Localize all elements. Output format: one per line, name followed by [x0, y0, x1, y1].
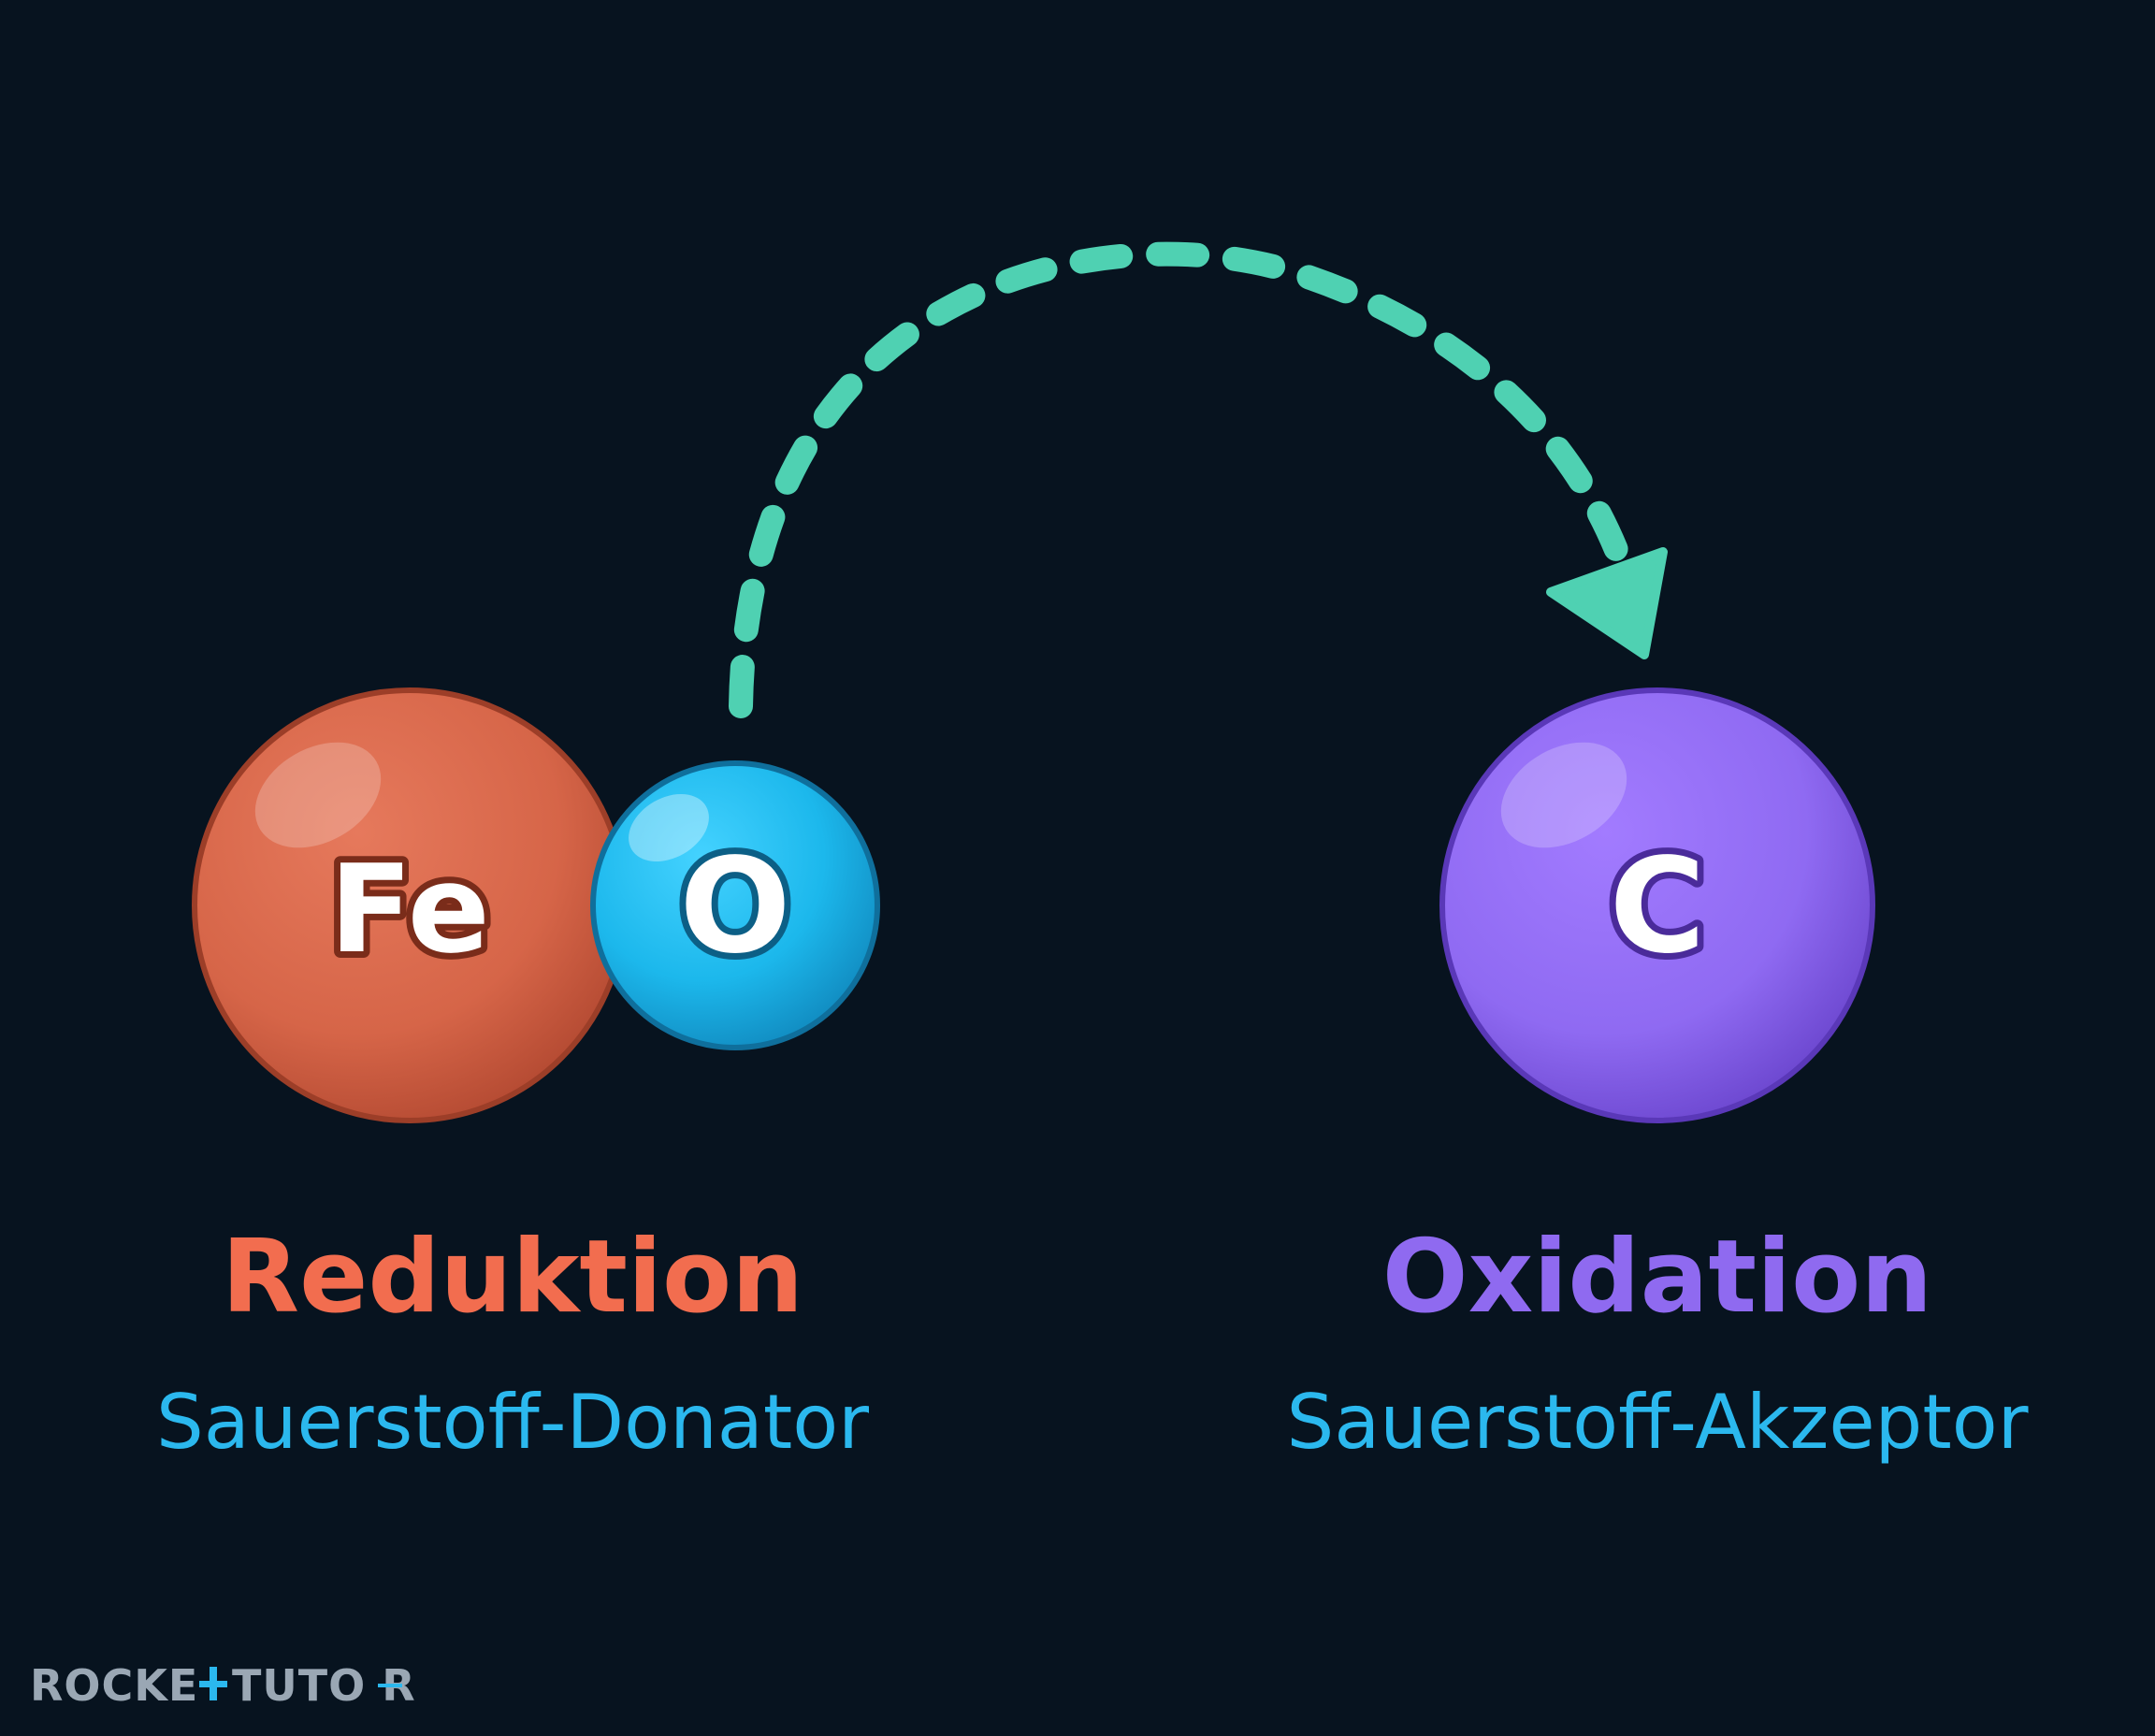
- transfer-arrow-path: [729, 241, 1640, 718]
- o-symbol: O: [679, 831, 790, 983]
- logo-text-right: TUTO: [232, 1660, 366, 1711]
- transfer-arrow-head: [1546, 547, 1668, 659]
- c-atom: C: [1439, 687, 1875, 1123]
- fe-atom: Fe: [192, 687, 628, 1123]
- logo-text-left: ROCKE: [30, 1660, 198, 1711]
- oxygen-donor-subtitle: Sauerstoff-Donator: [156, 1379, 869, 1466]
- oxygen-acceptor-subtitle: Sauerstoff-Akzeptor: [1286, 1379, 2028, 1466]
- svg-text:TUTO R: TUTO R: [232, 1660, 416, 1711]
- oxidation-title: Oxidation: [1382, 1219, 1932, 1336]
- o-atom: O: [590, 760, 880, 1050]
- svg-text:ROCKE: ROCKE: [30, 1660, 198, 1711]
- reduction-title: Reduktion: [222, 1219, 803, 1336]
- logo-plus-icon: [199, 1667, 227, 1700]
- c-symbol: C: [1610, 831, 1706, 983]
- logo-accent-bar: [378, 1684, 402, 1687]
- rockettutor-logo: ROCKE TUTO R: [30, 1660, 416, 1711]
- fe-symbol: Fe: [329, 838, 490, 980]
